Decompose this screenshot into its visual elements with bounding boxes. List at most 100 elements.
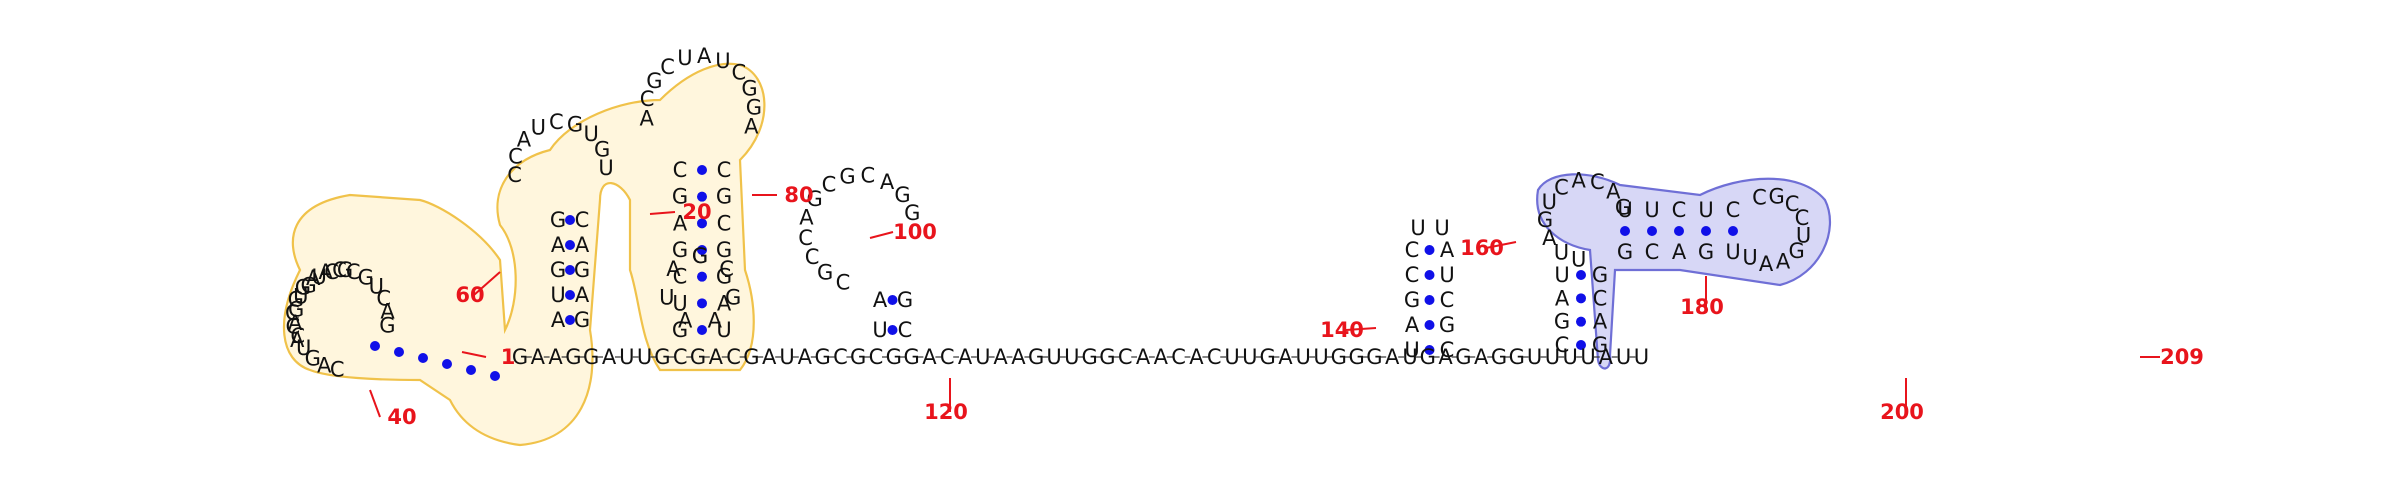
nucleotide: G — [1617, 240, 1633, 264]
nucleotide: C — [346, 260, 361, 284]
nucleotide: U — [598, 156, 613, 180]
base-pair-dot — [1424, 345, 1435, 355]
nucleotide: G — [814, 345, 830, 369]
nucleotide: C — [719, 257, 734, 281]
nucleotide: C — [673, 265, 688, 289]
nucleotide: C — [1752, 186, 1767, 210]
nucleotide: G — [886, 345, 902, 369]
nucleotide: G — [897, 288, 913, 312]
nucleotide: G — [1789, 239, 1805, 263]
position-label: 209 — [2160, 345, 2204, 369]
nucleotide: A — [1606, 180, 1621, 204]
nucleotide: G — [743, 345, 759, 369]
nucleotide: U — [1742, 246, 1757, 270]
nucleotide: G — [839, 164, 855, 188]
nucleotide: U — [1224, 345, 1239, 369]
nucleotide: A — [1776, 249, 1791, 273]
position-label: 160 — [1460, 236, 1504, 260]
nucleotide: C — [324, 260, 339, 284]
nucleotide: A — [531, 345, 546, 369]
nucleotide: G — [1028, 345, 1044, 369]
nucleotide: C — [836, 270, 851, 294]
nucleotide: A — [1599, 345, 1614, 369]
base-pair-dot — [1576, 270, 1586, 280]
nucleotide: U — [1402, 345, 1417, 369]
nucleotide: G — [904, 201, 920, 225]
base-pair-dot — [565, 215, 575, 225]
nucleotide: G — [725, 286, 741, 310]
nucleotide: U — [677, 46, 692, 70]
position-label: 1 — [501, 345, 516, 369]
nucleotide: A — [873, 288, 888, 312]
base-pair-dot — [1620, 226, 1630, 236]
nucleotide: U — [659, 286, 674, 310]
nucleotide: G — [1099, 345, 1115, 369]
nucleotide: G — [817, 261, 833, 285]
base-pair-dot — [697, 271, 707, 282]
base-pair-dot — [466, 365, 476, 375]
nucleotide: U — [531, 115, 546, 139]
base-pair-dot — [1424, 295, 1435, 305]
base-pair-dot — [1576, 293, 1586, 304]
nucleotide: G — [1698, 240, 1714, 264]
position-label: 180 — [1680, 295, 1724, 319]
nucleotide: C — [726, 345, 741, 369]
base-pair-dot — [1576, 340, 1586, 350]
base-pair-dot — [565, 240, 575, 250]
nucleotide: A — [744, 115, 759, 139]
nucleotide: G — [358, 266, 374, 290]
nucleotide: A — [1189, 345, 1204, 369]
highlight-regions — [282, 62, 1832, 447]
nucleotide: G — [567, 113, 583, 137]
nucleotide: G — [574, 258, 590, 282]
base-pair-dot — [1674, 226, 1684, 236]
nucleotide: G — [1420, 345, 1436, 369]
nucleotide: A — [1542, 226, 1557, 250]
nucleotide: G — [850, 345, 866, 369]
nucleotide: A — [575, 233, 590, 257]
nucleotide: C — [1555, 333, 1570, 357]
nucleotide: A — [697, 44, 712, 68]
position-label: 80 — [784, 183, 813, 207]
nucleotide: A — [575, 283, 590, 307]
nucleotide: U — [1242, 345, 1257, 369]
nucleotide: C — [717, 158, 732, 182]
nucleotide: U — [1554, 240, 1569, 264]
nucleotide: U — [584, 122, 599, 146]
nucleotide: G — [746, 95, 762, 119]
nucleotide: C — [822, 173, 837, 197]
nucleotide: G — [288, 287, 304, 311]
base-pair-dot — [887, 325, 898, 335]
nucleotide: A — [678, 309, 693, 333]
nucleotide: A — [1385, 345, 1400, 369]
nucleotide: G — [1592, 263, 1608, 287]
nucleotide: C — [285, 301, 300, 325]
nucleotide: A — [288, 311, 303, 335]
nucleotide: A — [639, 106, 654, 130]
nucleotide: G — [1768, 185, 1784, 209]
nucleotide: A — [799, 206, 814, 230]
nucleotide: U — [619, 345, 634, 369]
nucleotide: A — [1759, 252, 1774, 276]
base-pair-dot — [565, 265, 575, 275]
nucleotide: C — [1118, 345, 1133, 369]
nucleotide: G — [1331, 345, 1347, 369]
nucleotide: A — [1572, 168, 1587, 192]
nucleotide: A — [880, 170, 895, 194]
base-pair-dot — [565, 315, 575, 325]
position-label: 60 — [455, 283, 484, 307]
base-pair-dot — [1424, 320, 1435, 330]
nucleotide: C — [731, 60, 746, 84]
nucleotide: U — [637, 345, 652, 369]
nucleotide: U — [1296, 345, 1311, 369]
nucleotide: G — [379, 314, 395, 338]
nucleotide: U — [716, 318, 731, 342]
nucleotide: C — [285, 315, 300, 339]
nucleotide: C — [1554, 176, 1569, 200]
nucleotide: G — [1537, 208, 1553, 232]
nucleotide: A — [551, 233, 566, 257]
nucleotide: G — [1366, 345, 1382, 369]
nucleotide: U — [1617, 198, 1632, 222]
nucleotide: U — [1434, 216, 1449, 240]
nucleotide: G — [672, 238, 688, 262]
